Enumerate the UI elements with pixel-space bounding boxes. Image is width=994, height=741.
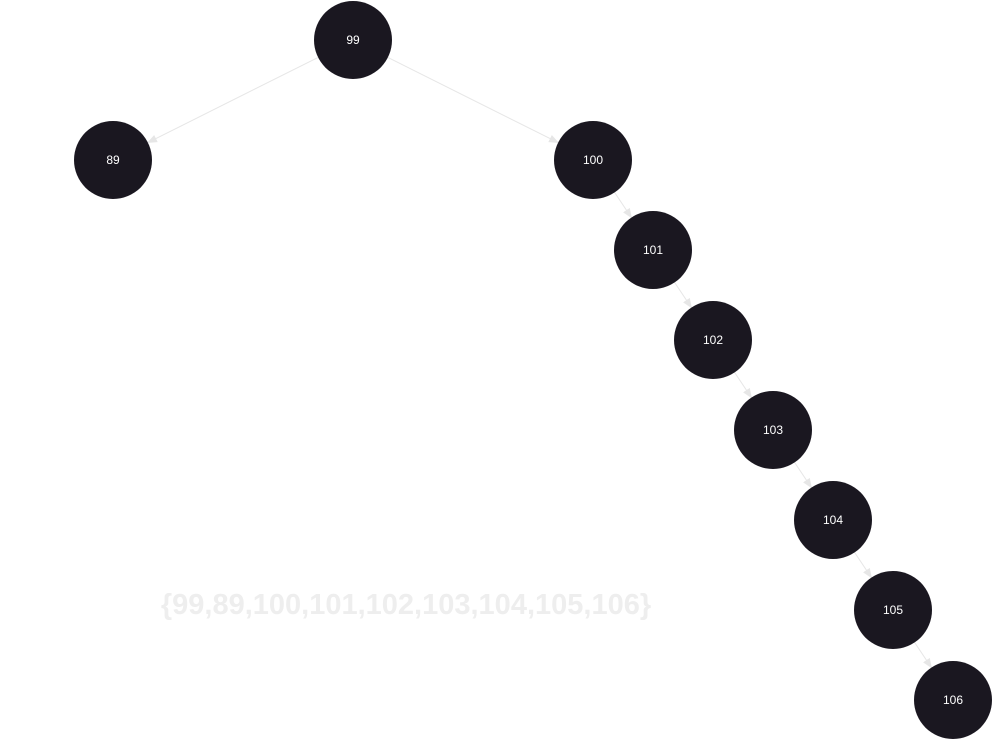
edges: [147, 56, 932, 669]
tree-node-102: 102: [674, 301, 752, 379]
node-circle: [854, 571, 932, 649]
node-label: 102: [703, 333, 723, 347]
node-label: 89: [106, 153, 120, 167]
node-label: 104: [823, 513, 843, 527]
edge-n105-n106: [914, 642, 932, 669]
node-label: 105: [883, 603, 903, 617]
edge-n99-n89: [147, 56, 319, 144]
nodes: 99 89 100 101 102 103 104 105 106: [74, 1, 992, 739]
node-circle: [794, 481, 872, 559]
edge-n103-n104: [794, 462, 812, 489]
tree-node-100: 100: [554, 121, 632, 199]
node-label: 100: [583, 153, 603, 167]
node-label: 106: [943, 693, 963, 707]
tree-node-99: 99: [314, 1, 392, 79]
node-circle: [734, 391, 812, 469]
edge-n100-n101: [614, 192, 632, 219]
node-circle: [914, 661, 992, 739]
node-circle: [314, 1, 392, 79]
tree-node-105: 105: [854, 571, 932, 649]
edge-n102-n103: [734, 372, 752, 399]
node-circle: [674, 301, 752, 379]
tree-node-104: 104: [794, 481, 872, 559]
tree-node-103: 103: [734, 391, 812, 469]
node-label: 103: [763, 423, 783, 437]
node-circle: [74, 121, 152, 199]
tree-node-101: 101: [614, 211, 692, 289]
tree-node-106: 106: [914, 661, 992, 739]
edge-n104-n105: [854, 552, 872, 579]
edge-n101-n102: [674, 282, 692, 309]
node-circle: [614, 211, 692, 289]
edge-n99-n100: [387, 56, 559, 144]
node-label: 101: [643, 243, 663, 257]
node-circle: [554, 121, 632, 199]
sequence-caption: {99,89,100,101,102,103,104,105,106}: [160, 589, 652, 621]
node-label: 99: [346, 33, 360, 47]
tree-node-89: 89: [74, 121, 152, 199]
